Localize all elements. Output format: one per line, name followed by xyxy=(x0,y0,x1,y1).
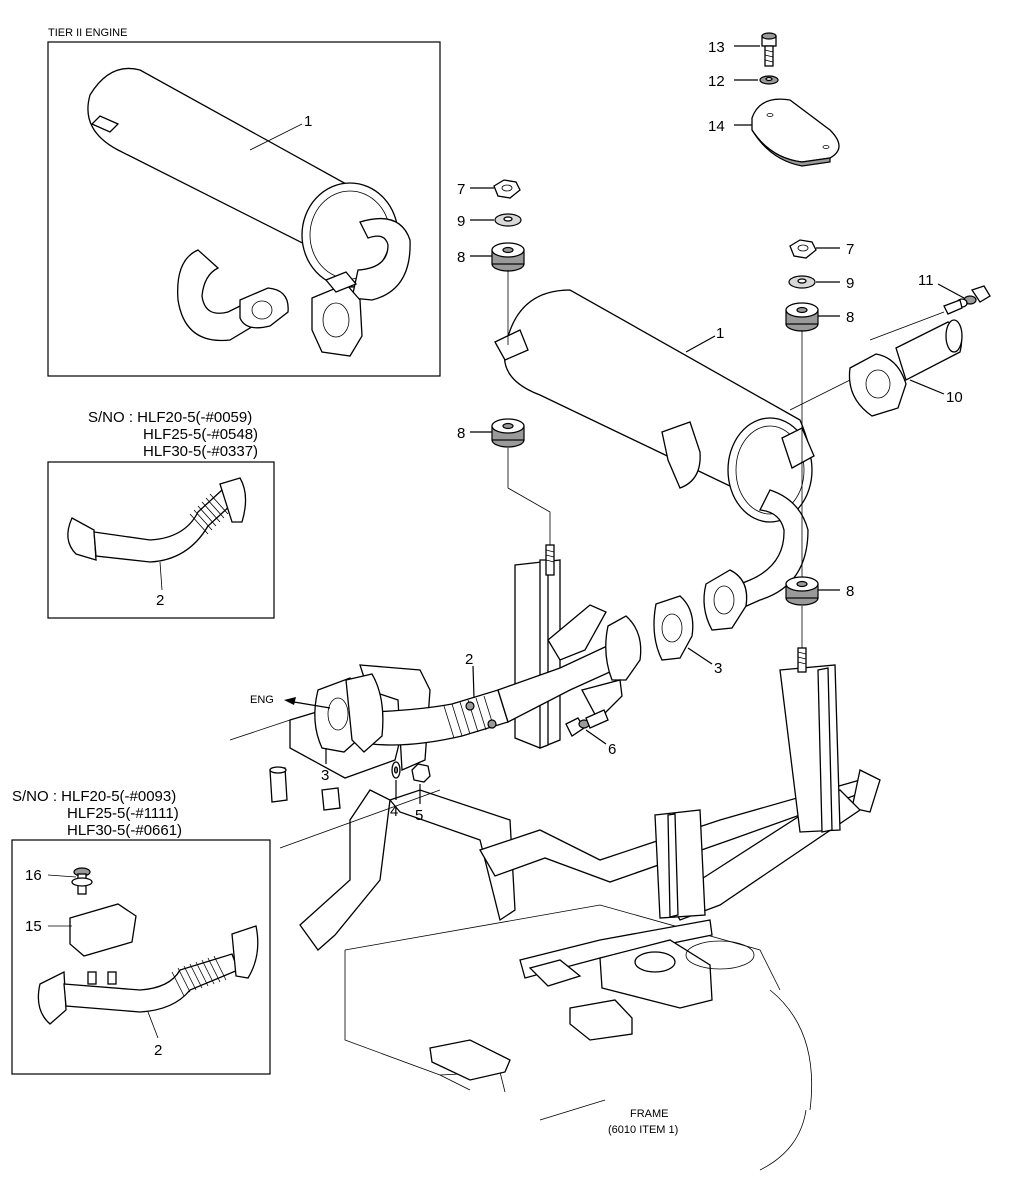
callout-part-8-lower-left: 8 xyxy=(457,425,465,442)
callout-part-3-right: 3 xyxy=(714,660,722,677)
rubber-mount-8-lower-left xyxy=(491,418,525,448)
frame-label-line-2: (6010 ITEM 1) xyxy=(608,1124,678,1136)
callout-part-11: 11 xyxy=(918,272,934,289)
callout-part-4: 4 xyxy=(390,803,398,820)
frame-label-line-1: FRAME xyxy=(630,1108,669,1120)
bolt-11 xyxy=(943,285,991,315)
inset-serial-b-frame xyxy=(11,839,271,1075)
inset-b-bolt-16 xyxy=(71,867,93,895)
vehicle-frame xyxy=(229,559,881,1171)
washer-9-right xyxy=(788,275,816,289)
callout-inset-b-part-16: 16 xyxy=(25,867,42,884)
inset-serial-b-line-1: S/NO : HLF20-5(-#0093) xyxy=(12,788,176,805)
nut-7-left xyxy=(493,179,521,199)
inset-b-pipe xyxy=(37,925,259,1025)
stud-left xyxy=(545,544,555,576)
rubber-mount-8-top-left xyxy=(491,242,525,272)
callout-part-8-lower-right: 8 xyxy=(846,583,854,600)
inset-serial-b-line-2: HLF25-5(-#1111) xyxy=(67,805,179,822)
inset-serial-a-line-1: S/NO : HLF20-5(-#0059) xyxy=(88,409,252,426)
inset-tier2-muffler xyxy=(87,67,411,357)
washer-12 xyxy=(759,75,779,85)
callout-part-3-left: 3 xyxy=(321,767,329,784)
bolt-6 xyxy=(565,709,609,737)
callout-inset-b-part-15: 15 xyxy=(25,918,42,935)
callout-part-7-left: 7 xyxy=(457,181,465,198)
callout-part-7-right: 7 xyxy=(846,241,854,258)
muffler-assembly xyxy=(314,289,815,753)
callout-part-14: 14 xyxy=(708,118,725,135)
callout-part-10: 10 xyxy=(946,389,963,406)
inset-serial-a-line-3: HLF30-5(-#0337) xyxy=(143,443,258,460)
callout-part-13: 13 xyxy=(708,39,725,56)
inset-tier2-engine: TIER II ENGINE 1 xyxy=(47,27,441,377)
callout-inset-a-part-2: 2 xyxy=(156,592,164,609)
cover-plate-14 xyxy=(751,98,840,167)
callout-part-2: 2 xyxy=(465,651,473,668)
callout-part-9-right: 9 xyxy=(846,275,854,292)
callout-part-1: 1 xyxy=(716,325,724,342)
inset-tier2-title: TIER II ENGINE xyxy=(48,27,127,39)
inset-serial-b-line-3: HLF30-5(-#0661) xyxy=(67,822,182,839)
bolt-13 xyxy=(761,32,777,67)
washer-9-left xyxy=(494,213,522,227)
inset-serial-b: S/NO : HLF20-5(-#0093) HLF25-5(-#1111) H… xyxy=(11,788,271,1075)
callout-part-8-top-right: 8 xyxy=(846,309,854,326)
callout-part-9-left: 9 xyxy=(457,213,465,230)
nut-7-right xyxy=(789,239,817,259)
callout-part-8-top-left: 8 xyxy=(457,249,465,266)
washer-4 xyxy=(391,761,401,779)
engine-label: ENG xyxy=(250,694,274,706)
inset-tier2-frame xyxy=(47,41,441,377)
callout-part-6: 6 xyxy=(608,741,616,758)
callout-part-12: 12 xyxy=(708,73,725,90)
engine-direction-arrow xyxy=(284,697,331,709)
inset-serial-a: S/NO : HLF20-5(-#0059) HLF25-5(-#0548) H… xyxy=(47,409,275,619)
callout-part-5: 5 xyxy=(415,807,423,824)
callout-inset-part-1: 1 xyxy=(304,113,312,130)
callout-inset-b-part-2: 2 xyxy=(154,1042,162,1059)
tail-pipe-10 xyxy=(848,319,963,417)
stud-right xyxy=(797,647,807,673)
rubber-mount-8-top-right xyxy=(785,302,819,332)
rubber-mount-8-lower-right xyxy=(785,576,819,606)
inset-b-heat-shield-15 xyxy=(69,903,137,957)
nut-5 xyxy=(411,763,431,783)
inset-serial-a-frame xyxy=(47,461,275,619)
inset-serial-a-line-2: HLF25-5(-#0548) xyxy=(143,426,258,443)
inset-serial-a-pipe xyxy=(67,477,247,563)
